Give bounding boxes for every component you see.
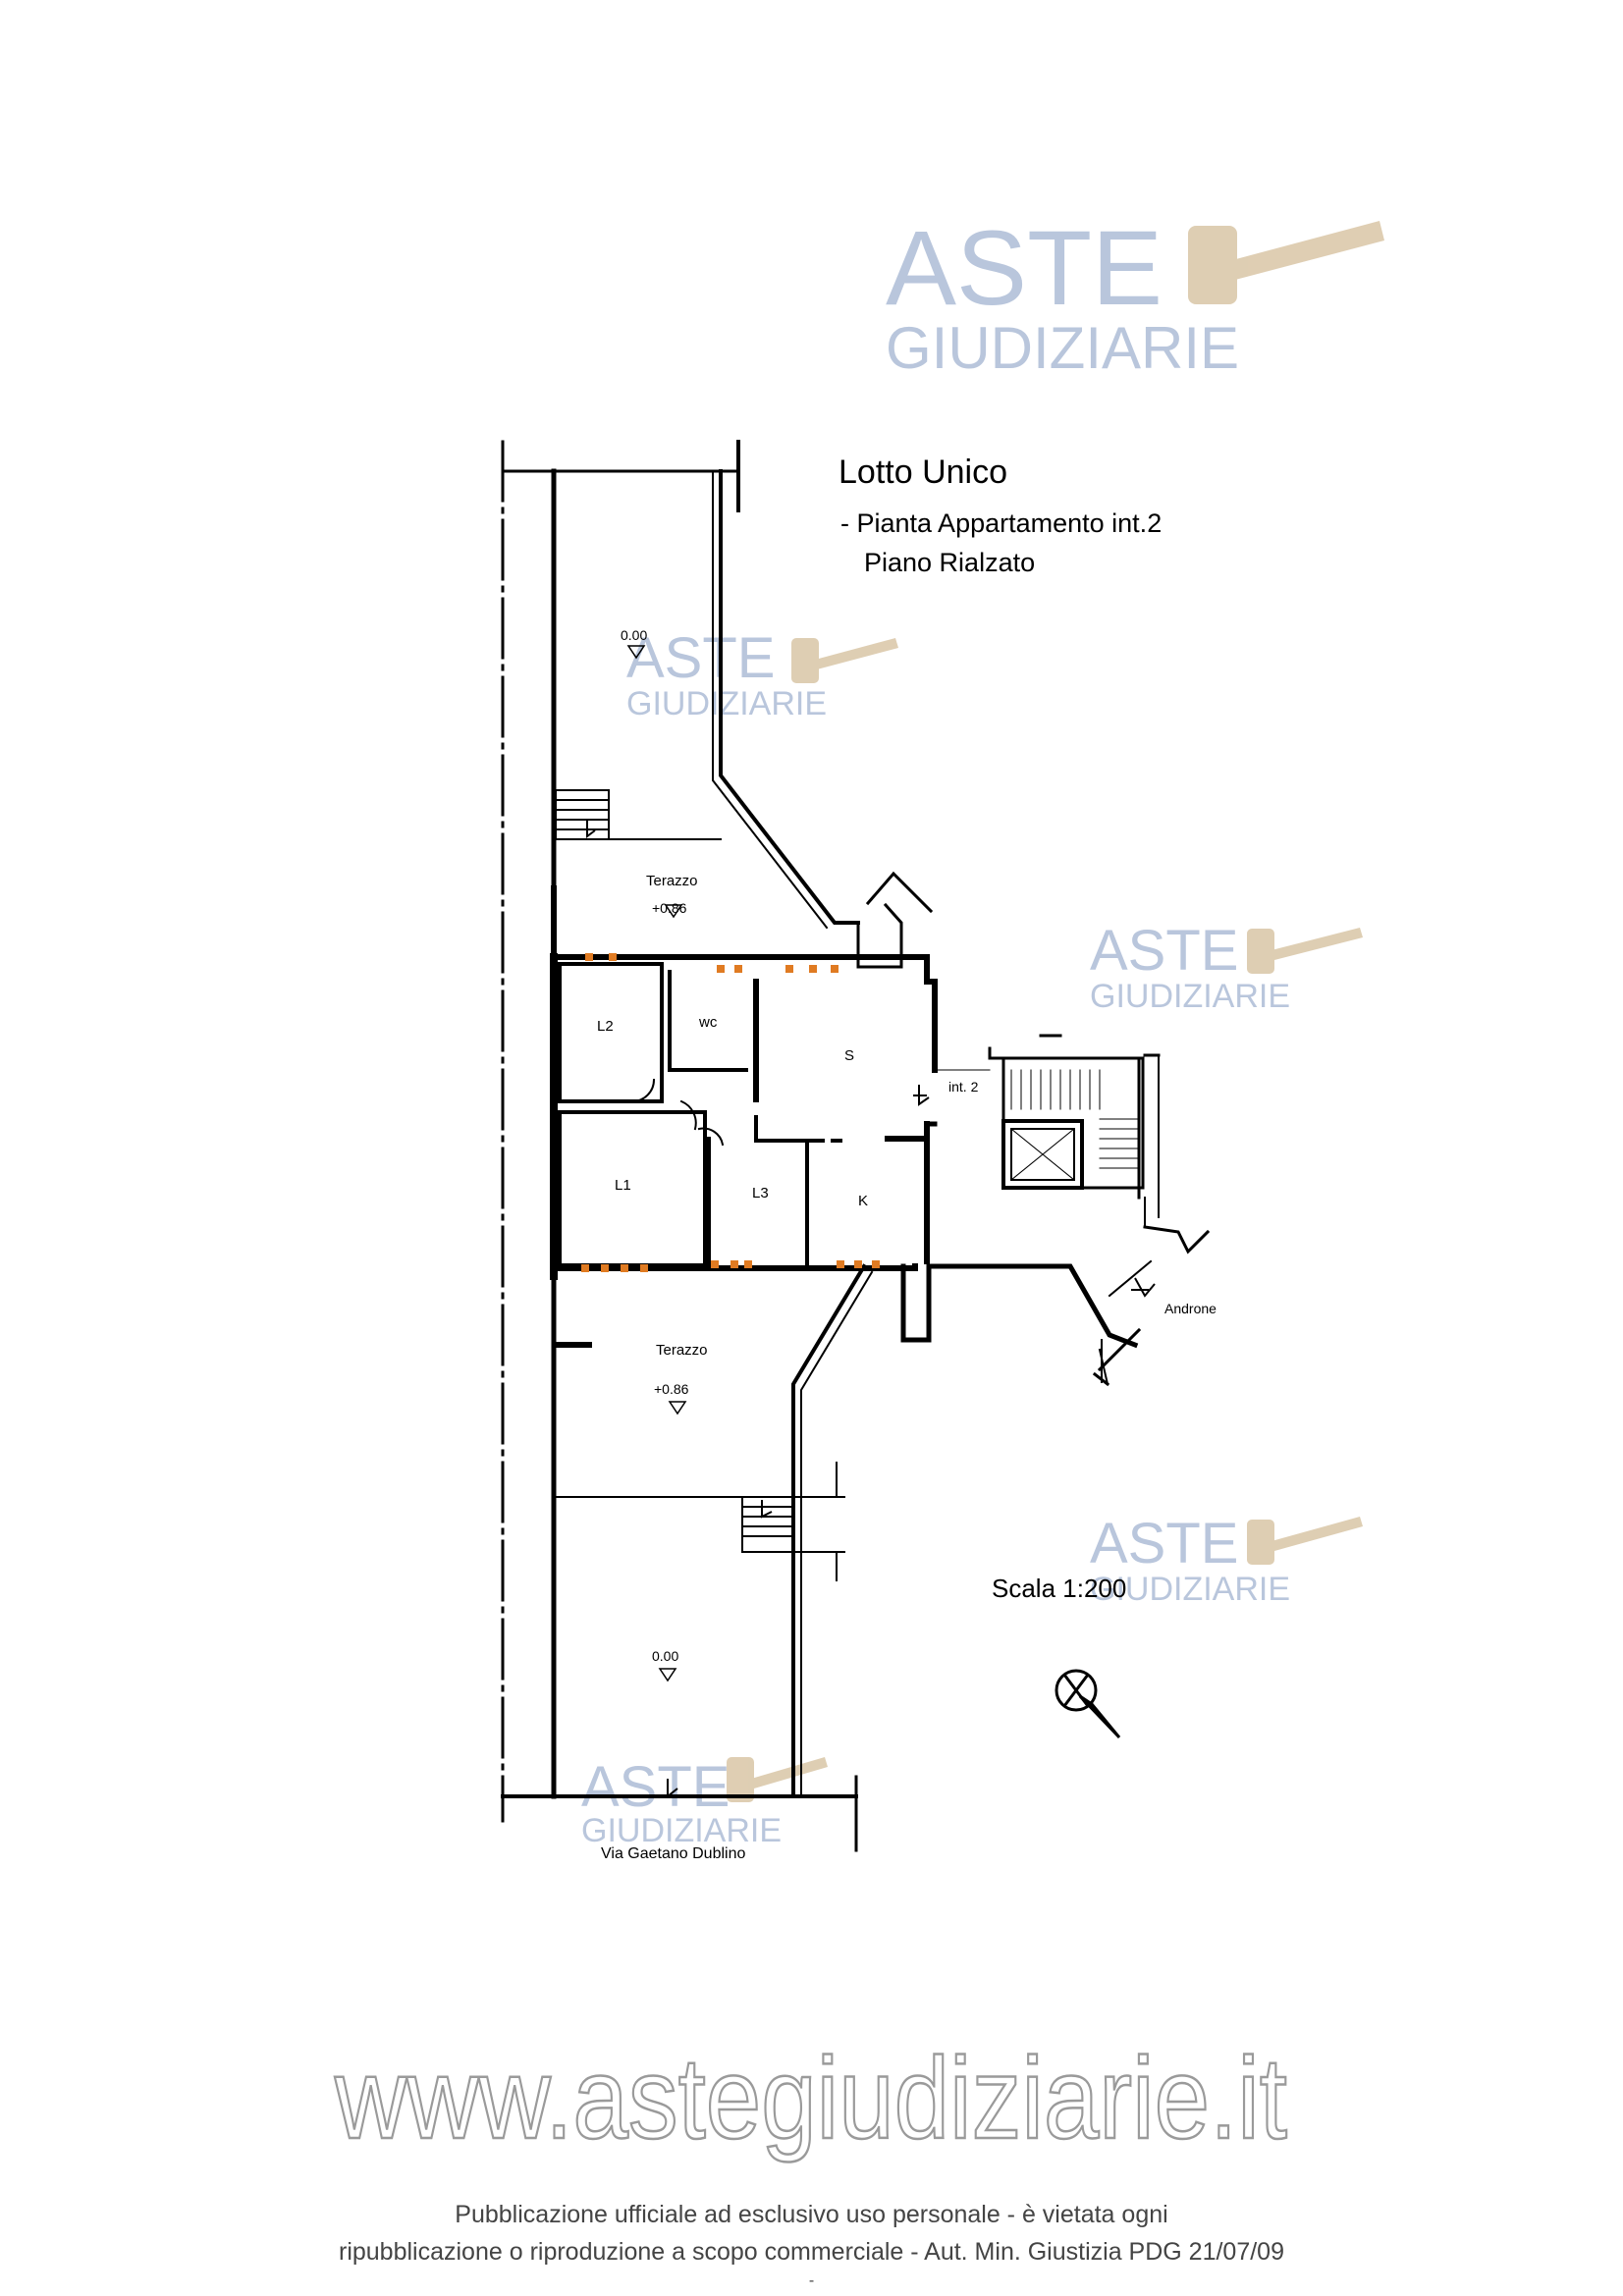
apartment-wall-top bbox=[551, 954, 938, 1073]
watermark-brand-bottom: GIUDIZIARIE bbox=[886, 315, 1239, 381]
plan-title: Lotto Unico bbox=[839, 454, 1007, 491]
footer-line-1: Pubblicazione ufficiale ad esclusivo uso… bbox=[455, 2201, 1168, 2228]
window-markers bbox=[581, 953, 880, 1272]
watermark-logo-top: ASTE GIUDIZIARIE bbox=[886, 208, 1384, 381]
svg-text:ASTE: ASTE bbox=[626, 626, 776, 690]
courtyard-top-wall bbox=[719, 469, 860, 925]
label-terrace-top: Terazzo bbox=[646, 873, 698, 889]
north-arrow-icon bbox=[1055, 1669, 1121, 1739]
watermark-logo-mid3: ASTE GIUDIZIARIE bbox=[1090, 1512, 1363, 1608]
level-terrace-bottom: +0.86 bbox=[654, 1381, 689, 1397]
plan-floor: Piano Rialzato bbox=[864, 548, 1036, 577]
svg-text:ASTE: ASTE bbox=[1090, 1512, 1239, 1575]
label-terrace-bottom: Terazzo bbox=[656, 1342, 708, 1359]
level-courtyard-bottom: 0.00 bbox=[652, 1648, 678, 1664]
label-k: K bbox=[858, 1193, 868, 1209]
level-courtyard-top: 0.00 bbox=[621, 627, 647, 643]
label-l2: L2 bbox=[597, 1018, 614, 1035]
watermark-logo-bottom: ASTE GIUDIZIARIE bbox=[581, 1755, 828, 1849]
scale-label: Scala 1:200 bbox=[992, 1574, 1127, 1603]
walls bbox=[501, 440, 1211, 1852]
arrow-icon bbox=[761, 1500, 773, 1519]
svg-text:GIUDIZIARIE: GIUDIZIARIE bbox=[581, 1812, 782, 1849]
gavel-icon bbox=[791, 638, 898, 683]
room-l2 bbox=[558, 962, 664, 1103]
arrow-icon bbox=[918, 1085, 930, 1106]
level-triangle-icon bbox=[668, 1401, 687, 1415]
stair-top bbox=[555, 789, 722, 840]
watermark-logo-mid1: ASTE GIUDIZIARIE bbox=[626, 626, 898, 722]
label-l3: L3 bbox=[752, 1185, 769, 1201]
elevator bbox=[1001, 1119, 1084, 1190]
svg-text:GIUDIZIARIE: GIUDIZIARIE bbox=[1090, 978, 1290, 1015]
watermark-logo-mid2: ASTE GIUDIZIARIE bbox=[1090, 919, 1363, 1015]
label-s: S bbox=[844, 1047, 854, 1064]
gavel-icon bbox=[727, 1757, 828, 1802]
gavel-icon bbox=[1247, 1517, 1363, 1565]
svg-text:GIUDIZIARIE: GIUDIZIARIE bbox=[1090, 1571, 1290, 1608]
arrow-icon bbox=[667, 1779, 678, 1799]
svg-text:GIUDIZIARIE: GIUDIZIARIE bbox=[626, 685, 827, 722]
entrance-arrows bbox=[586, 821, 1156, 1799]
watermark-website: www.astegiudiziarie.it bbox=[334, 2034, 1287, 2163]
label-wc: wc bbox=[698, 1014, 718, 1031]
svg-text:ASTE: ASTE bbox=[1090, 919, 1239, 983]
watermark-brand-top: ASTE bbox=[886, 208, 1163, 327]
label-unit: int. 2 bbox=[948, 1079, 979, 1095]
plan-subtitle: - Pianta Appartamento int.2 bbox=[840, 508, 1163, 538]
footer-line-3: - bbox=[808, 2272, 815, 2289]
level-terrace-top: +0.86 bbox=[652, 900, 687, 916]
level-triangle-icon bbox=[658, 1668, 677, 1682]
gavel-icon bbox=[1247, 928, 1363, 974]
terrace-bottom-wall bbox=[791, 1263, 867, 1798]
gavel-icon bbox=[1188, 221, 1384, 304]
level-triangle-icon bbox=[626, 645, 646, 660]
label-lobby: Androne bbox=[1164, 1301, 1217, 1316]
stair-bottom bbox=[741, 1462, 845, 1581]
label-l1: L1 bbox=[615, 1177, 631, 1194]
room-l1 bbox=[558, 1110, 707, 1267]
arrow-icon bbox=[586, 821, 596, 838]
svg-text:ASTE: ASTE bbox=[581, 1755, 730, 1819]
level-triangle-icon bbox=[664, 904, 683, 919]
arrow-icon bbox=[1134, 1277, 1156, 1298]
level-markers bbox=[626, 645, 687, 1682]
apartment-wall-bottom bbox=[551, 1263, 918, 1271]
street-label: Via Gaetano Dublino bbox=[601, 1845, 746, 1862]
footer-line-2: ripubblicazione o riproduzione a scopo c… bbox=[339, 2238, 1284, 2266]
